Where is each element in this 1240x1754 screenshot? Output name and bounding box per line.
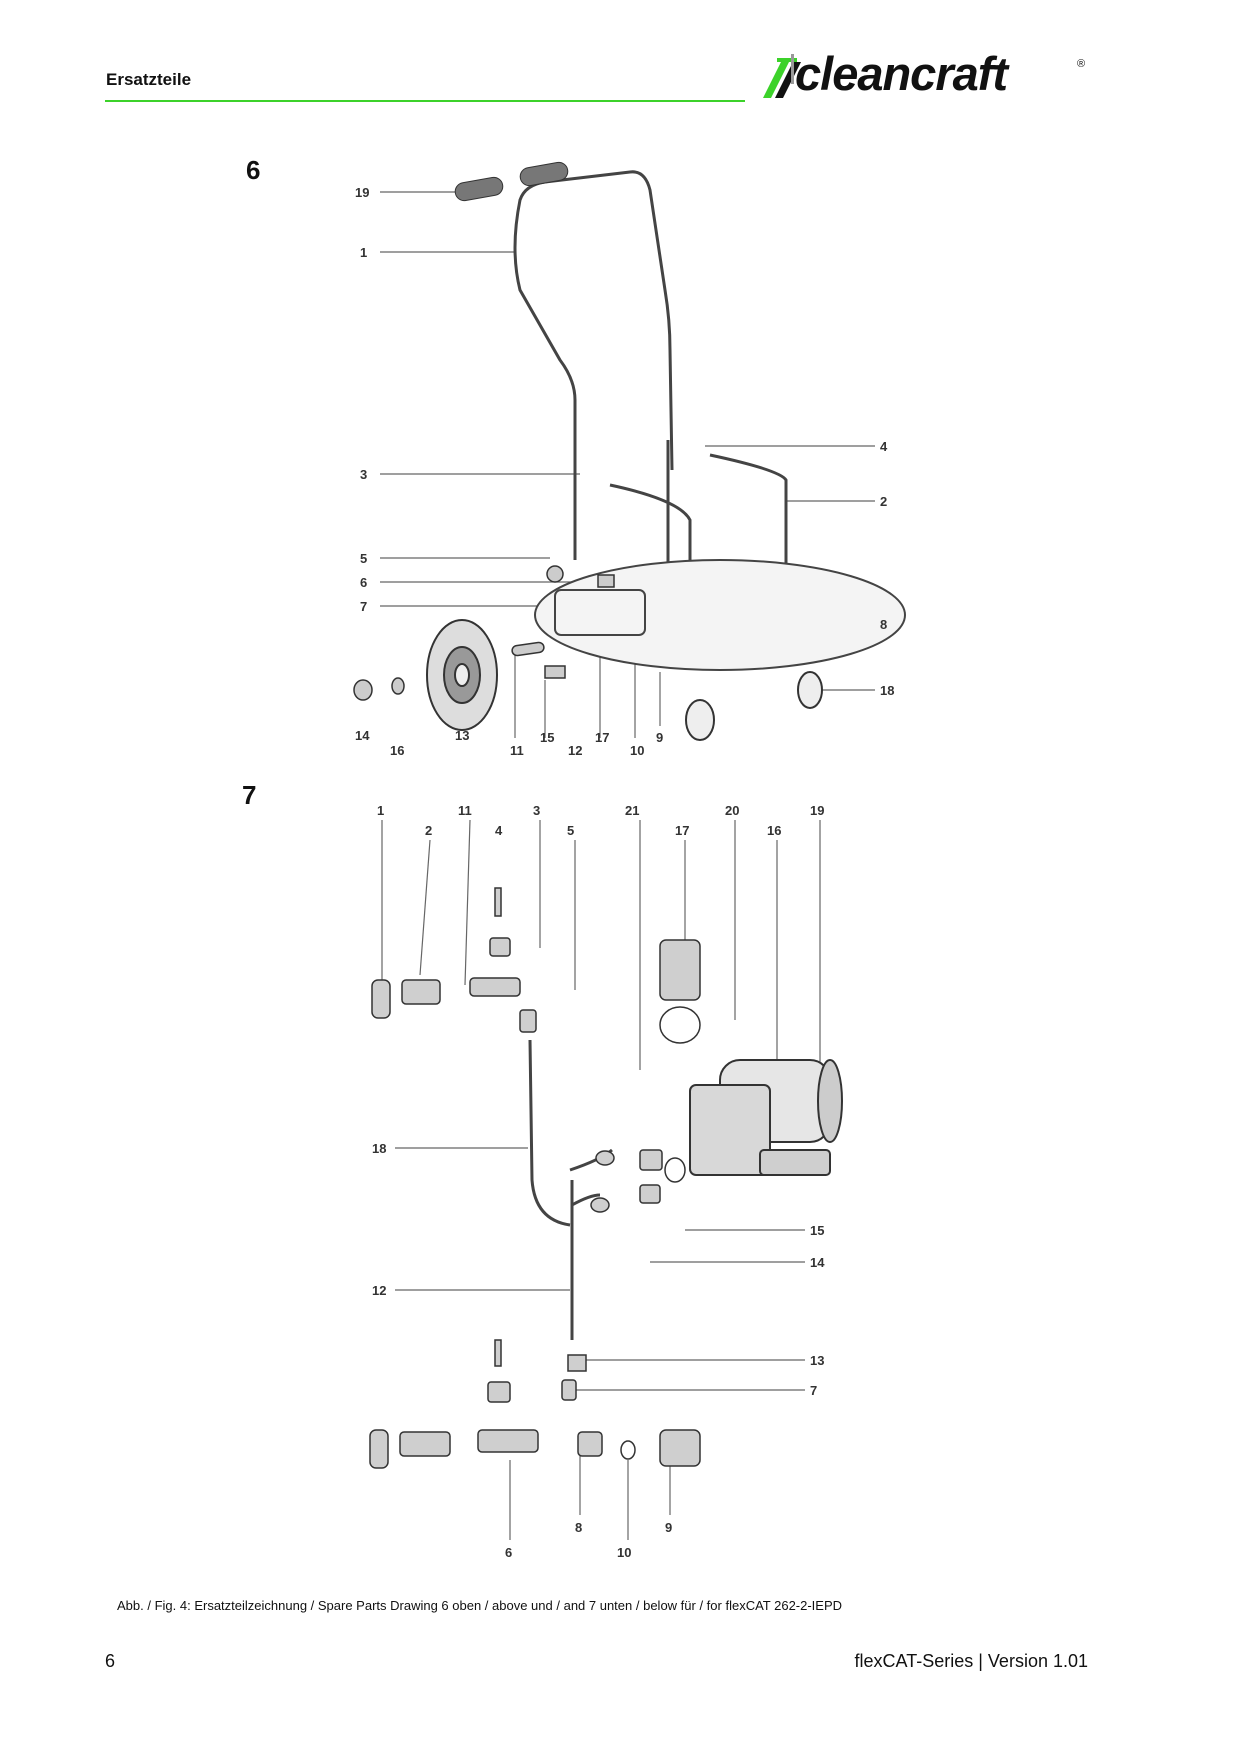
callout-6-5: 5	[360, 551, 367, 566]
callout-7-19: 19	[810, 803, 824, 818]
callout-6-9: 9	[656, 730, 663, 745]
section-title: Ersatzteile	[106, 70, 192, 89]
callout-7-6: 6	[505, 1545, 512, 1560]
callout-7-15: 15	[810, 1223, 824, 1238]
callout-7-8: 8	[575, 1520, 582, 1535]
logo-text: cleancraft	[795, 47, 1008, 100]
callout-7-21: 21	[625, 803, 639, 818]
callout-7-7: 7	[810, 1383, 817, 1398]
callout-6-8: 8	[880, 617, 887, 632]
callout-6-15: 15	[540, 730, 554, 745]
callout-7-10: 10	[617, 1545, 631, 1560]
callout-7-4: 4	[495, 823, 503, 838]
callout-7-3: 3	[533, 803, 540, 818]
registered-mark: ®	[1077, 58, 1086, 70]
callout-6-6: 6	[360, 575, 367, 590]
callout-6-13: 13	[455, 728, 469, 743]
callout-7-20: 20	[725, 803, 739, 818]
callout-7-12: 12	[372, 1283, 386, 1298]
callout-6-7: 7	[360, 599, 367, 614]
figure-7-number: 7	[242, 780, 257, 810]
brand-logo: cleancraft ®	[755, 47, 1090, 104]
callout-6-3: 3	[360, 467, 367, 482]
callout-7-2: 2	[425, 823, 432, 838]
callout-7-16: 16	[767, 823, 781, 838]
header-divider	[105, 100, 745, 102]
callout-6-16: 16	[390, 743, 404, 758]
spare-parts-drawing-7: 1 11 3 21 20 19 2 4 5 17 16 18 15 14 12 …	[369, 803, 843, 1560]
callout-6-2: 2	[880, 494, 887, 509]
callout-6-18: 18	[880, 683, 894, 698]
callout-6-11: 11	[510, 743, 524, 758]
callout-7-9: 9	[665, 1520, 672, 1535]
callout-7-17: 17	[675, 823, 689, 838]
callout-6-10: 10	[630, 743, 644, 758]
callout-7-1: 1	[377, 803, 384, 818]
callout-7-14: 14	[810, 1255, 825, 1270]
callout-6-19: 19	[355, 185, 369, 200]
spare-parts-drawing-6: 19 1 4 3 2 5 6 7 8 18 14 16 13 11 15 12 …	[353, 161, 906, 758]
callout-6-17: 17	[595, 730, 609, 745]
document-version: flexCAT-Series | Version 1.01	[854, 1651, 1088, 1671]
figure-6-number: 6	[246, 155, 261, 185]
callout-6-12: 12	[568, 743, 582, 758]
callout-7-11: 11	[458, 803, 472, 818]
logo-mark-icon	[763, 54, 801, 98]
callout-6-14: 14	[355, 728, 370, 743]
figure-caption: Abb. / Fig. 4: Ersatzteilzeichnung / Spa…	[117, 1598, 843, 1613]
callout-6-1: 1	[360, 245, 367, 260]
callout-7-18: 18	[372, 1141, 386, 1156]
callout-6-4: 4	[880, 439, 888, 454]
callout-7-5: 5	[567, 823, 574, 838]
page-number: 6	[105, 1651, 116, 1671]
callout-7-13: 13	[810, 1353, 824, 1368]
